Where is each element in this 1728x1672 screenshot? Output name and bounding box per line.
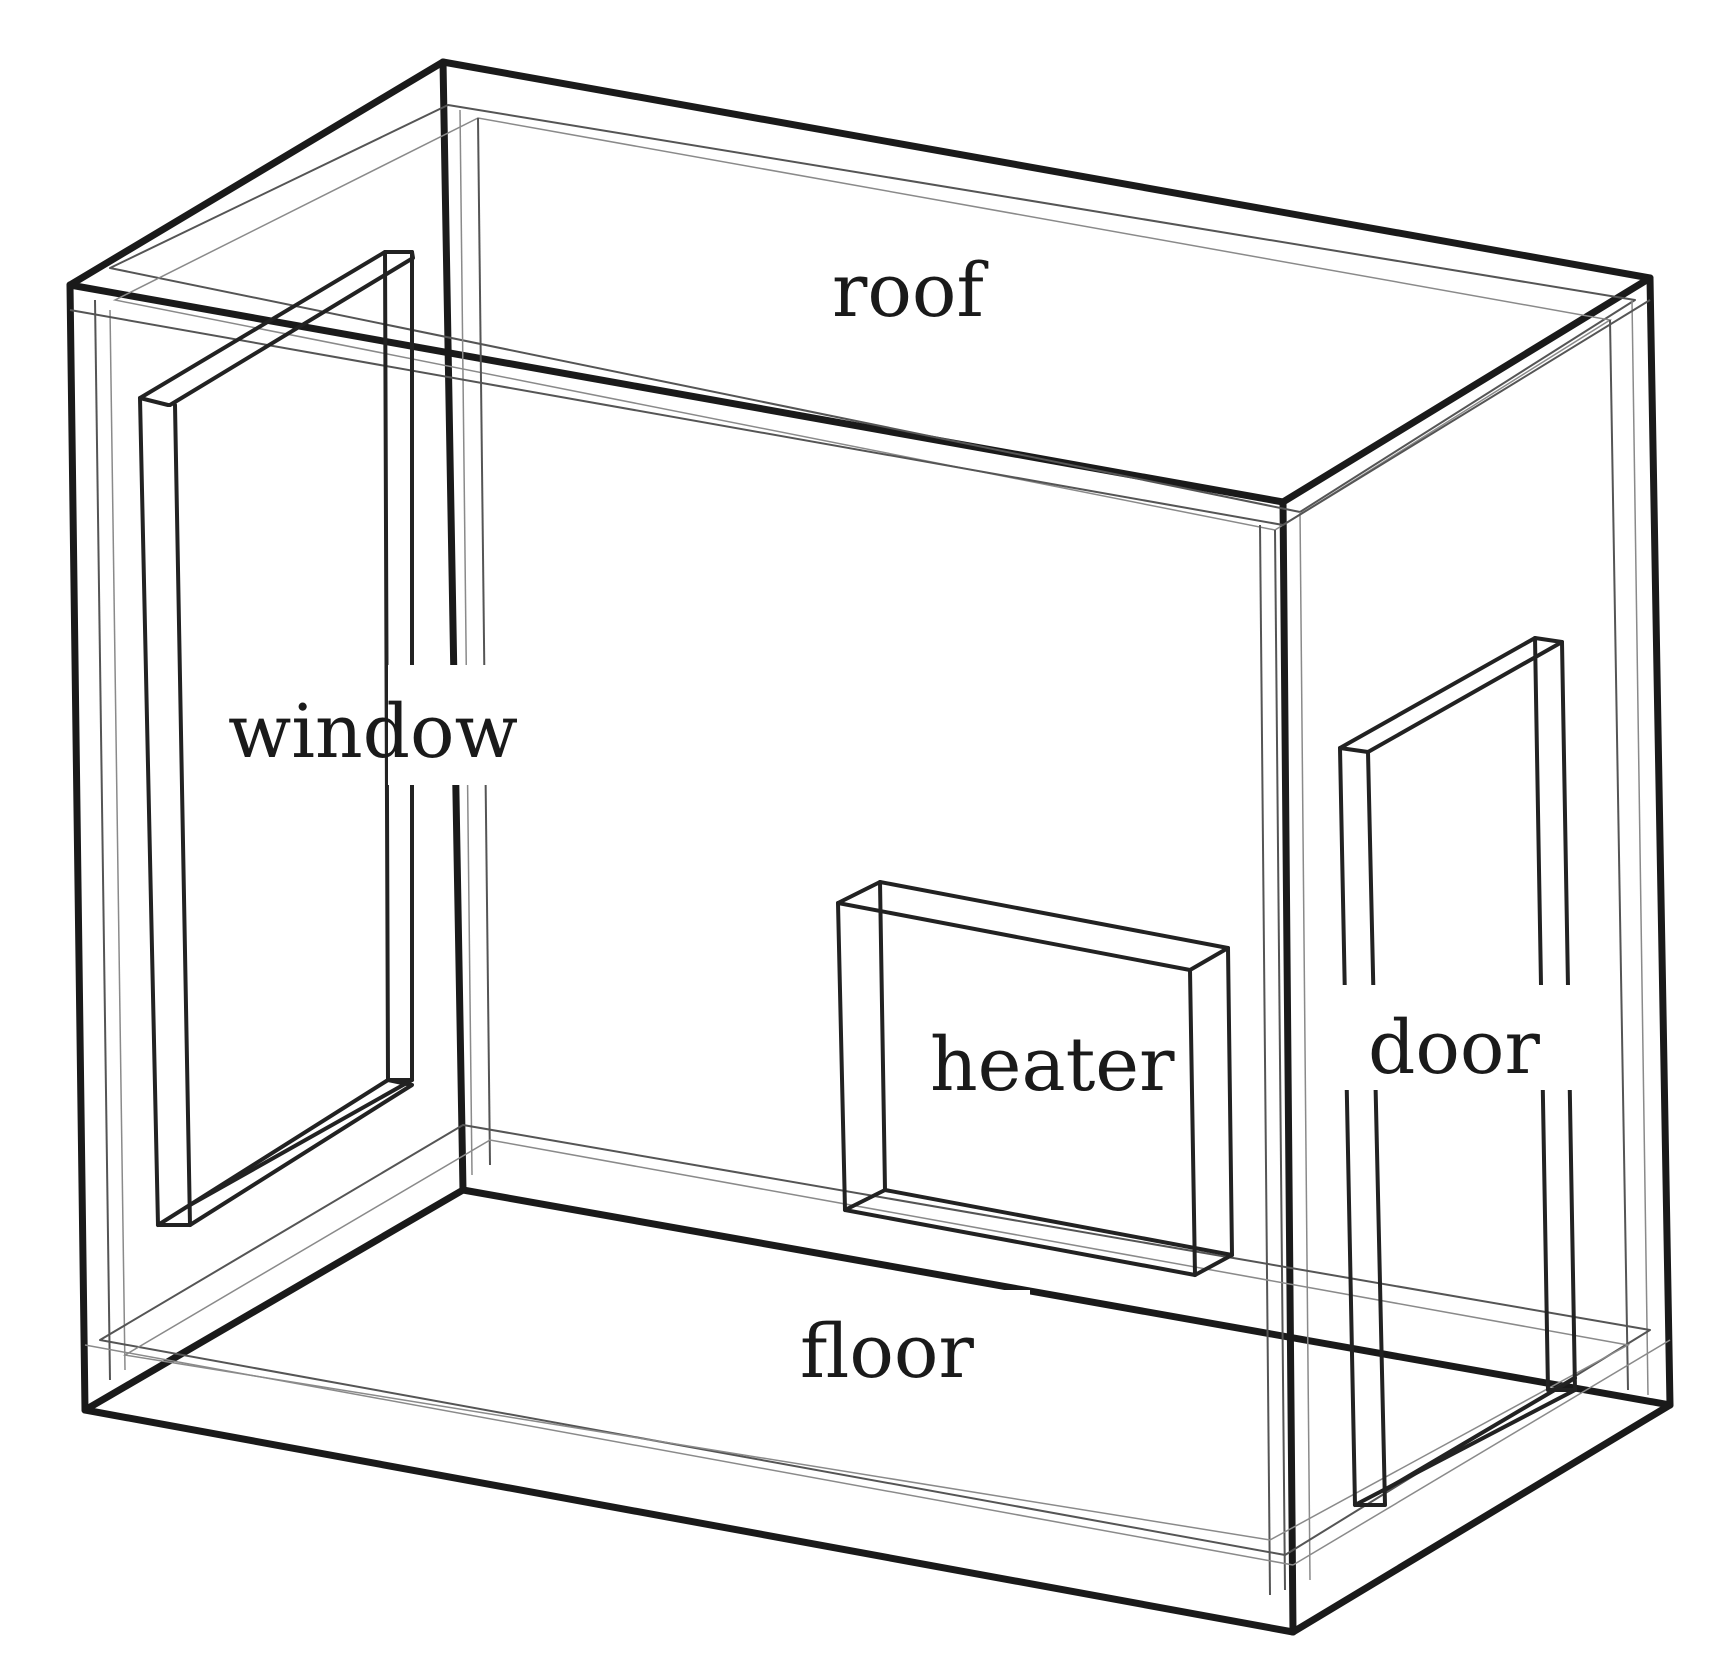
front-left-vertical <box>66 281 89 1414</box>
roof-front-edge <box>66 281 1287 506</box>
heater-frame <box>836 880 1234 1277</box>
wall-thickness-lines <box>69 104 1671 1596</box>
front-right-vertical <box>1279 498 1297 1636</box>
floor-label: floor <box>800 1309 974 1395</box>
roof-label: roof <box>832 248 988 334</box>
floor-back-edge <box>459 1186 1674 1409</box>
back-right-vertical <box>1646 274 1674 1409</box>
floor-left-edge <box>81 1186 467 1414</box>
window-label: window <box>228 689 518 775</box>
door-label: door <box>1368 1005 1540 1091</box>
floor-right-edge <box>1289 1401 1674 1636</box>
heater-label: heater <box>930 1022 1175 1108</box>
back-left-vertical <box>439 58 467 1194</box>
roof-right-edge <box>1279 274 1654 506</box>
floor-front-edge <box>81 1406 1297 1636</box>
